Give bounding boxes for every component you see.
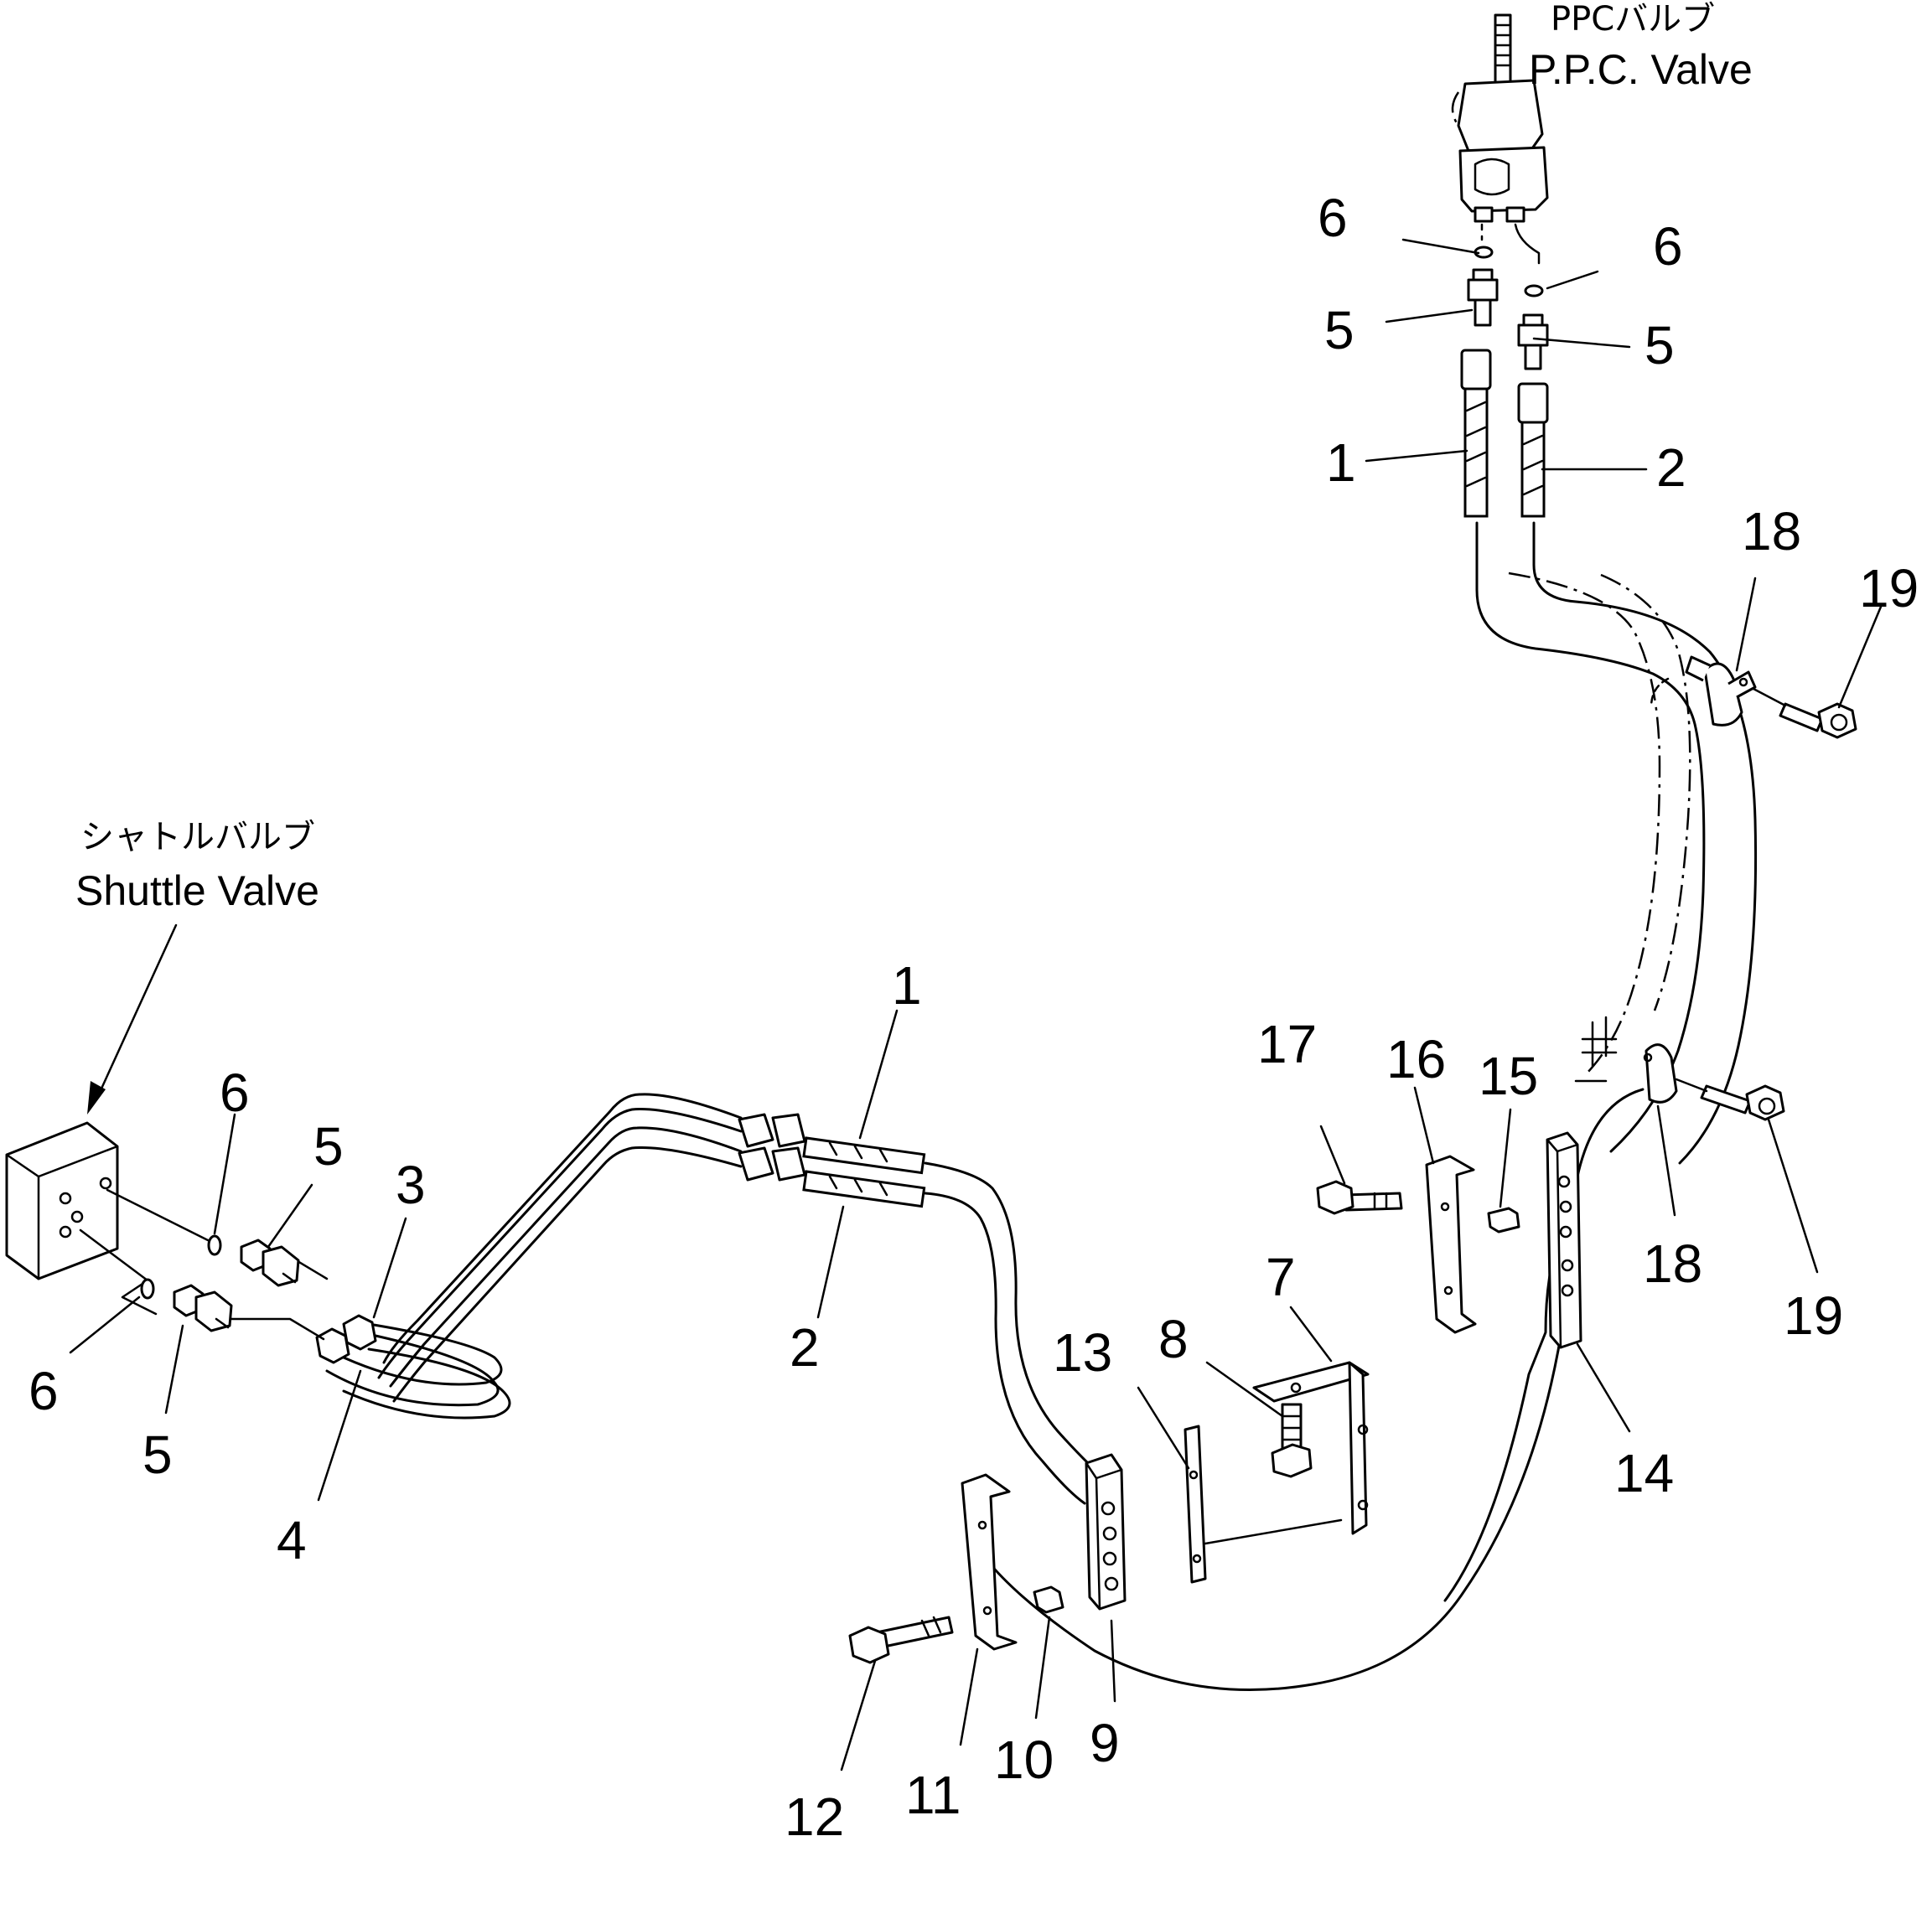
shuttle-valve-label-jp: シャトルバルブ [80, 818, 315, 856]
bolt-8 [1271, 1403, 1313, 1478]
callout-5: 5 [1324, 300, 1354, 360]
leader-lines [69, 238, 1883, 1771]
spacer-15-clip [1574, 1016, 1618, 1083]
o-ring [207, 1234, 222, 1256]
callout-18: 18 [1643, 1234, 1702, 1294]
callout-5: 5 [313, 1116, 344, 1177]
callout-6: 6 [220, 1063, 250, 1123]
hose-end-2-mid [738, 1146, 926, 1208]
callout-9: 9 [1090, 1713, 1120, 1773]
callout-18: 18 [1742, 501, 1801, 561]
spacer-15 [1487, 1207, 1520, 1234]
hose-1-mid [924, 1161, 1110, 1483]
callout-16: 16 [1386, 1029, 1446, 1089]
shuttle-valve-label-en: Shuttle Valve [75, 867, 319, 914]
hose-2-mid [924, 1192, 1086, 1505]
callout-6: 6 [1653, 216, 1683, 277]
spacer-10 [1033, 1585, 1064, 1614]
callout-19: 19 [1784, 1285, 1843, 1346]
callout-1: 1 [892, 955, 922, 1016]
bolt-17 [1316, 1180, 1403, 1215]
callout-12: 12 [785, 1787, 844, 1847]
hose-end-1-top [1460, 349, 1492, 518]
hose-end-2-top [1517, 382, 1549, 518]
shuttle-valve-arrowhead [87, 1081, 106, 1115]
shuttle-valve-arrow [96, 923, 178, 1099]
clamp-18-bottom [1643, 1043, 1678, 1104]
callout-10: 10 [994, 1730, 1054, 1790]
ppc-valve-label-jp: PPCバルブ [1551, 0, 1715, 39]
shuttle-valve [5, 1121, 119, 1280]
cover-16 [1425, 1155, 1477, 1334]
callout-2: 2 [1656, 437, 1686, 498]
bracket-7 [1252, 1361, 1370, 1535]
fitting-elbow [1467, 268, 1499, 327]
clamp-block-9 [1085, 1453, 1127, 1611]
o-ring [140, 1278, 155, 1300]
tube-nut-3 [342, 1314, 377, 1351]
tube-4 [342, 1347, 511, 1420]
callout-5: 5 [1645, 315, 1675, 375]
hose-end-1-mid [738, 1113, 926, 1175]
o-ring [1524, 284, 1544, 297]
callout-3: 3 [396, 1155, 426, 1215]
callout-17: 17 [1257, 1014, 1317, 1074]
bolt-12 [848, 1616, 954, 1664]
callout-2: 2 [790, 1317, 820, 1378]
callout-1: 1 [1326, 432, 1356, 493]
callout-6: 6 [1318, 188, 1348, 248]
callout-11: 11 [905, 1765, 961, 1825]
callout-6: 6 [28, 1361, 59, 1421]
cover-11 [961, 1473, 1018, 1651]
callout-4: 4 [277, 1510, 307, 1570]
plate-13 [1184, 1425, 1207, 1584]
bolt-19-top [1779, 702, 1857, 739]
tube-3 [342, 1322, 503, 1386]
callout-5: 5 [142, 1425, 173, 1485]
hose-2-upper [1532, 521, 1758, 1165]
callout-14: 14 [1614, 1443, 1674, 1503]
clamp-block-14 [1546, 1131, 1582, 1349]
callout-8: 8 [1158, 1309, 1189, 1369]
callout-19: 19 [1859, 558, 1919, 618]
callout-15: 15 [1479, 1046, 1538, 1106]
tube-nut-4 [315, 1327, 350, 1364]
fitting-elbow [173, 1284, 233, 1332]
clamp-18-top [1685, 655, 1757, 727]
hose-1-upper [1475, 521, 1706, 1153]
ppc-valve-label-en: P.P.C. Valve [1529, 46, 1753, 93]
ppc-valve [1451, 13, 1549, 223]
fitting-elbow [240, 1239, 300, 1287]
fitting-elbow [1517, 313, 1549, 370]
callout-7: 7 [1266, 1247, 1296, 1307]
callout-13: 13 [1053, 1322, 1112, 1383]
bolt-19-bottom [1700, 1084, 1785, 1121]
